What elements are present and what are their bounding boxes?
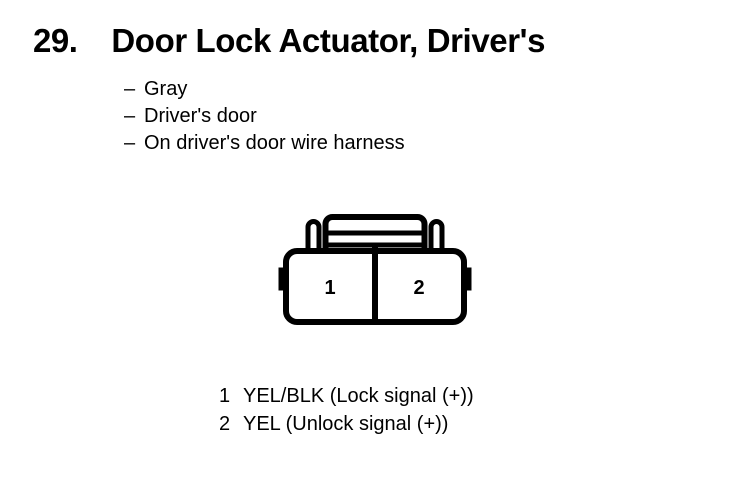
legend-pin-description: YEL (Unlock signal (+)) bbox=[243, 413, 449, 435]
heading-item-number: 29. bbox=[33, 22, 78, 59]
list-item-label: Gray bbox=[144, 78, 188, 100]
legend-row: 1 YEL/BLK (Lock signal (+)) bbox=[219, 382, 474, 410]
connector-attribute-list: – Gray – Driver's door – On driver's doo… bbox=[124, 76, 604, 157]
dash-icon: – bbox=[124, 132, 136, 154]
legend-row: 2 YEL (Unlock signal (+)) bbox=[219, 410, 474, 438]
list-item-label: On driver's door wire harness bbox=[144, 132, 405, 154]
list-item: – On driver's door wire harness bbox=[124, 130, 604, 157]
connector-diagram: 1 2 bbox=[278, 208, 474, 338]
list-item: – Driver's door bbox=[124, 103, 604, 130]
pin-number-1: 1 bbox=[324, 277, 335, 299]
pin-number-2: 2 bbox=[413, 277, 424, 299]
list-item: – Gray bbox=[124, 76, 604, 103]
page-title: Door Lock Actuator, Driver's bbox=[111, 22, 546, 59]
legend-pin-number: 1 bbox=[219, 385, 231, 407]
pin-legend: 1 YEL/BLK (Lock signal (+)) 2 YEL (Unloc… bbox=[219, 382, 474, 438]
latch-post-right bbox=[428, 218, 445, 256]
legend-pin-description: YEL/BLK (Lock signal (+)) bbox=[243, 385, 474, 407]
latch-box-outline bbox=[322, 214, 428, 252]
connector-outline-svg: 1 2 bbox=[278, 214, 472, 325]
list-item-label: Driver's door bbox=[144, 105, 257, 127]
page-heading: 29. Door Lock Actuator, Driver's bbox=[33, 22, 545, 60]
dash-icon: – bbox=[124, 78, 136, 100]
latch-post-left bbox=[305, 218, 322, 256]
dash-icon: – bbox=[124, 105, 136, 127]
legend-pin-number: 2 bbox=[219, 413, 231, 435]
